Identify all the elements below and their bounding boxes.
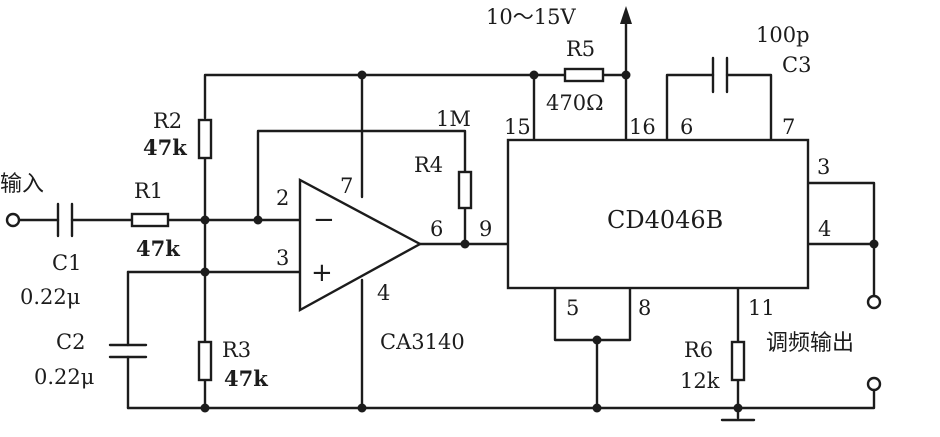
- junction-dot: [253, 215, 263, 225]
- output-label: 调频输出: [766, 331, 854, 356]
- capacitor-c3: [711, 56, 729, 94]
- opamp-triangle: [298, 178, 423, 313]
- opamp-pin-3: 3: [276, 246, 289, 270]
- c2-value: 0.22μ: [34, 365, 94, 389]
- opamp-plus-sign: +: [311, 258, 333, 288]
- r1-name: R1: [134, 179, 163, 203]
- junction-dot: [592, 403, 602, 413]
- capacitor-c1: [56, 202, 74, 238]
- r5-value: 470Ω: [546, 91, 604, 115]
- r1-value: 47k: [136, 236, 180, 261]
- resistor-r3: [197, 340, 213, 382]
- wire-pin4: [806, 242, 876, 298]
- resistor-r4: [457, 170, 473, 210]
- r3-name: R3: [222, 338, 251, 362]
- opamp-minus-sign: −: [313, 205, 335, 235]
- resistor-r1: [130, 212, 170, 228]
- vco-pin-4: 4: [818, 217, 831, 241]
- junction-dot: [621, 70, 631, 80]
- supply-label: 10～15V: [486, 5, 576, 29]
- opamp-pin-2: 2: [276, 186, 289, 210]
- r2-value: 47k: [143, 135, 187, 160]
- opamp-pin-6: 6: [430, 217, 443, 241]
- vco-pin-6: 6: [680, 115, 693, 139]
- opamp-pin-7: 7: [340, 174, 353, 198]
- vco-chip-box: [506, 138, 810, 290]
- output-terminal-top: [866, 294, 882, 310]
- junction-dot: [200, 267, 210, 277]
- resistor-r2: [197, 118, 213, 160]
- junction-dot: [200, 403, 210, 413]
- input-label: 输入: [0, 172, 44, 197]
- c2-name: C2: [56, 330, 85, 354]
- resistor-r6: [730, 340, 746, 382]
- c3-value: 100p: [756, 23, 810, 47]
- junction-dot: [869, 239, 879, 249]
- vco-pin-16: 16: [629, 115, 656, 139]
- r4-value: 1M: [436, 107, 471, 131]
- c3-name: C3: [782, 53, 811, 77]
- vco-pin-7: 7: [782, 115, 795, 139]
- c1-value: 0.22μ: [20, 285, 80, 309]
- r6-value: 12k: [680, 369, 720, 393]
- input-terminal: [5, 212, 21, 228]
- r5-name: R5: [566, 37, 595, 61]
- r4-name: R4: [414, 153, 443, 177]
- output-terminal-bottom: [866, 376, 882, 392]
- junction-dot: [357, 70, 367, 80]
- opamp-pin-4: 4: [377, 281, 390, 305]
- wire-pin3: [806, 181, 876, 246]
- wire-top-rail: [203, 73, 536, 142]
- vco-pin-11: 11: [748, 296, 775, 320]
- junction-dots: [200, 70, 879, 413]
- vco-pin-5: 5: [566, 296, 579, 320]
- r3-value: 47k: [224, 366, 268, 391]
- r2-name: R2: [153, 109, 182, 133]
- junction-dot: [733, 403, 743, 413]
- capacitor-c2: [108, 343, 148, 359]
- wire-c3: [665, 73, 773, 142]
- r6-name: R6: [684, 338, 713, 362]
- opamp-name: CA3140: [380, 330, 465, 354]
- wire-out-gnd: [736, 388, 876, 410]
- c1-name: C1: [52, 251, 81, 275]
- wire-feedback: [256, 129, 467, 222]
- vco-pin-15: 15: [504, 115, 531, 139]
- supply-arrow-icon: [620, 6, 632, 24]
- vco-pin-8: 8: [638, 296, 651, 320]
- resistor-r5: [563, 67, 605, 83]
- vco-pin-9: 9: [479, 217, 492, 241]
- junction-dot: [529, 70, 539, 80]
- junction-dot: [460, 239, 470, 249]
- junction-dot: [357, 403, 367, 413]
- vco-pin-3: 3: [817, 155, 830, 179]
- junction-dot: [200, 215, 210, 225]
- junction-dot: [592, 335, 602, 345]
- vco-chip-name: CD4046B: [607, 206, 723, 234]
